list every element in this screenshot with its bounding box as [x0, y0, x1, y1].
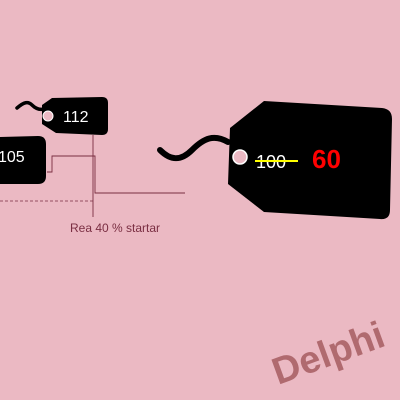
- point-label-2: 112: [63, 109, 89, 126]
- annotation-label: Rea 40 % startar: [70, 221, 160, 235]
- point-label-1: 105: [0, 149, 25, 166]
- price-tag-point-2: 112: [15, 97, 108, 135]
- sale-price-tag: 100 60: [157, 101, 392, 220]
- delphi-logo: Delphi: [267, 314, 390, 393]
- sale-price: 60: [312, 144, 341, 174]
- price-line: [47, 155, 185, 194]
- price-tag-point-1: 105: [0, 136, 46, 184]
